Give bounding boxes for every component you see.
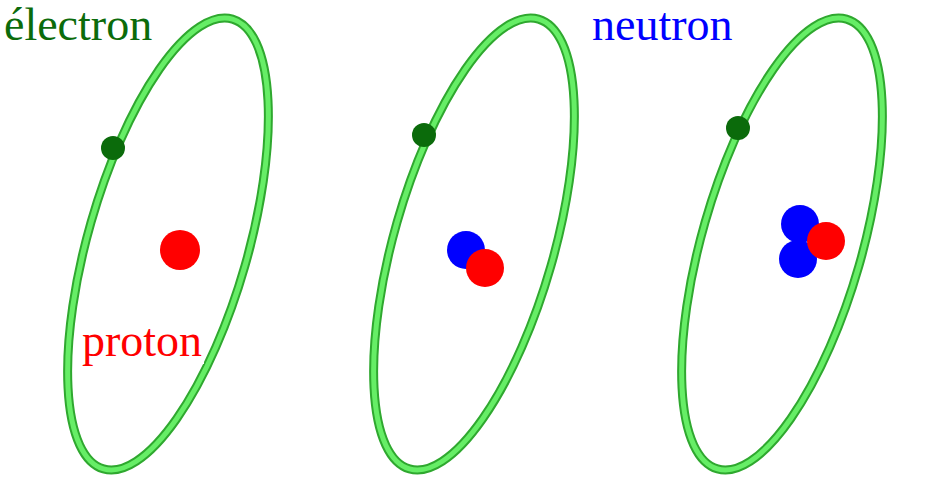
orbit-highlight bbox=[333, 0, 616, 484]
electron-label: électron bbox=[2, 2, 154, 48]
proton-label: proton bbox=[80, 318, 204, 364]
orbit bbox=[27, 0, 310, 484]
proton-dot bbox=[466, 249, 504, 287]
orbit-highlight bbox=[27, 0, 310, 484]
proton-dot bbox=[160, 230, 200, 270]
orbit-highlight bbox=[641, 0, 924, 484]
deuterium-atom bbox=[333, 0, 616, 484]
orbit bbox=[641, 0, 924, 484]
electron-dot bbox=[101, 136, 125, 160]
electron-dot bbox=[412, 123, 436, 147]
orbit bbox=[333, 0, 616, 484]
neutron-label: neutron bbox=[590, 2, 735, 48]
proton-dot bbox=[807, 222, 845, 260]
tritium-atom bbox=[641, 0, 924, 484]
hydrogen-atom bbox=[27, 0, 310, 484]
electron-dot bbox=[726, 116, 750, 140]
